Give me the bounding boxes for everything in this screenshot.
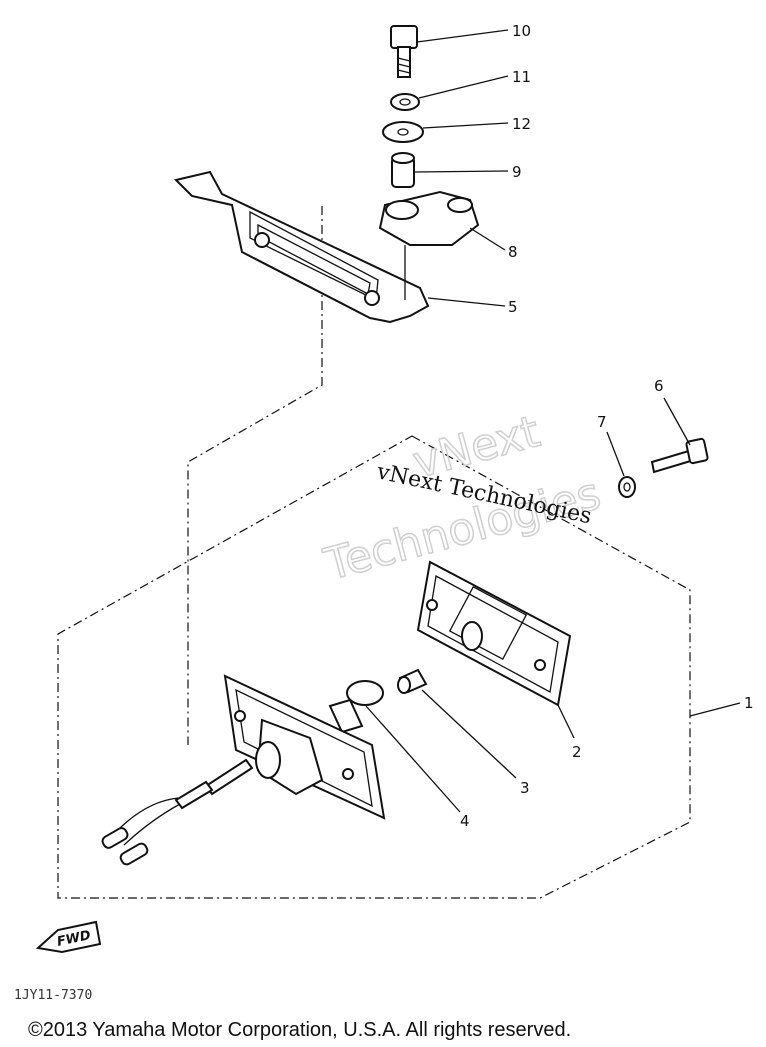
washer-part-12: [382, 121, 424, 143]
fwd-label: FWD: [56, 928, 93, 950]
lamp-housing: [101, 674, 386, 866]
lens-part-2: [416, 560, 572, 707]
leader-2: [557, 704, 575, 739]
lock-washer-part-11: [390, 93, 420, 111]
leader-11: [418, 75, 509, 99]
bracket-part-5: [174, 170, 430, 324]
guide-line: [187, 206, 323, 745]
callout-3: 3: [520, 779, 530, 797]
leader-12: [422, 122, 509, 129]
holder-part-8: [378, 190, 480, 246]
leader-4: [365, 705, 461, 813]
callout-7: 7: [597, 413, 607, 431]
bolt-part-6: [650, 437, 709, 474]
callout-2: 2: [572, 743, 582, 761]
collar-part-9: [391, 152, 415, 188]
callout-1: 1: [744, 694, 754, 712]
leader-1: [689, 702, 741, 717]
leader-3: [421, 689, 517, 779]
leader-5: [427, 297, 506, 307]
callout-9: 9: [512, 163, 522, 181]
leader-7: [606, 431, 625, 477]
callout-11: 11: [512, 68, 531, 86]
copyright: ©2013 Yamaha Motor Corporation, U.S.A. A…: [28, 1019, 571, 1041]
bolt-part-10: [390, 25, 418, 78]
leader-10: [416, 29, 509, 43]
drawing-code: 1JY11-7370: [14, 988, 92, 1003]
callout-5: 5: [508, 298, 518, 316]
fwd-arrow: FWD: [35, 920, 102, 954]
assembly-boundary: [57, 435, 691, 899]
callout-10: 10: [512, 22, 531, 40]
callout-4: 4: [460, 812, 470, 830]
leader-9: [413, 170, 509, 173]
callout-6: 6: [654, 377, 664, 395]
bulb-part-3: [397, 668, 428, 694]
leader-8: [469, 227, 506, 251]
callout-12: 12: [512, 115, 531, 133]
callout-8: 8: [508, 243, 518, 261]
leader-6: [663, 397, 691, 446]
socket-part-4: [328, 680, 384, 734]
washer-part-7: [618, 476, 636, 498]
